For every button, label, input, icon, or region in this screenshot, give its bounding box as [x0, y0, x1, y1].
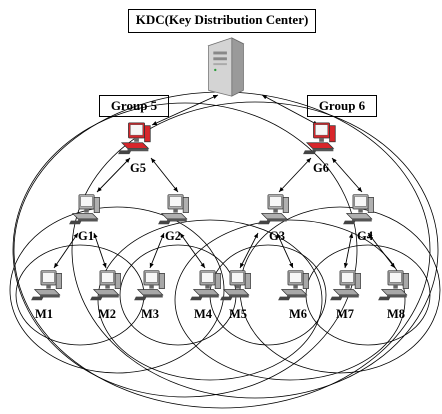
pair-m5-m6-ellipse — [209, 244, 327, 346]
kdc-server-icon — [207, 37, 244, 97]
link-g4-m8 — [367, 232, 396, 269]
link-g5-g1 — [96, 157, 131, 193]
computer-m8-icon — [378, 270, 409, 301]
computer-m5-icon — [220, 270, 251, 301]
link-g2-m4 — [179, 232, 206, 269]
computer-g6-icon — [303, 122, 336, 155]
link-g4-m7 — [343, 232, 354, 269]
link-g3-m5 — [239, 232, 259, 269]
label-g3: G3 — [269, 229, 285, 243]
label-m4: M4 — [194, 307, 213, 321]
outer-ellipse — [13, 91, 431, 409]
label-m2: M2 — [98, 307, 116, 321]
computer-g4-icon — [343, 194, 374, 225]
label-g5: G5 — [130, 161, 146, 175]
computer-g3-icon — [258, 194, 289, 225]
label-m7: M7 — [336, 307, 354, 321]
label-m3: M3 — [141, 307, 159, 321]
computer-m1-icon — [31, 270, 62, 301]
link-g5-g2 — [150, 157, 179, 193]
label-g4: G4 — [357, 229, 374, 243]
computer-g5-icon — [118, 122, 151, 155]
label-m8: M8 — [387, 307, 405, 321]
link-g1-m2 — [93, 232, 107, 269]
pair-m1-m2-ellipse — [15, 244, 145, 346]
pair-m7-m8-ellipse — [305, 244, 431, 346]
subgroup-g3-ellipse — [174, 219, 406, 381]
link-g6-g3 — [278, 157, 312, 193]
kdc-title-box: KDC(Key Distribution Center) — [128, 9, 316, 33]
computer-m6-icon — [278, 270, 309, 301]
label-g6: G6 — [313, 161, 329, 175]
group5-label-box: Group 5 — [99, 95, 169, 117]
computer-g1-icon — [69, 194, 100, 225]
computer-m4-icon — [190, 270, 221, 301]
label-m5: M5 — [229, 307, 247, 321]
label-m1: M1 — [35, 307, 53, 321]
link-g6-g4 — [331, 157, 363, 193]
link-g3-m6 — [276, 232, 294, 269]
link-g2-m3 — [149, 232, 165, 269]
link-kdc-g5 — [151, 94, 219, 126]
computer-m2-icon — [90, 270, 121, 301]
label-g1: G1 — [78, 229, 94, 243]
label-m6: M6 — [289, 307, 307, 321]
computer-m7-icon — [330, 270, 361, 301]
link-g1-m1 — [53, 232, 79, 269]
link-kdc-g6 — [261, 94, 319, 126]
label-g2: G2 — [165, 229, 181, 243]
computer-g2-icon — [158, 194, 189, 225]
